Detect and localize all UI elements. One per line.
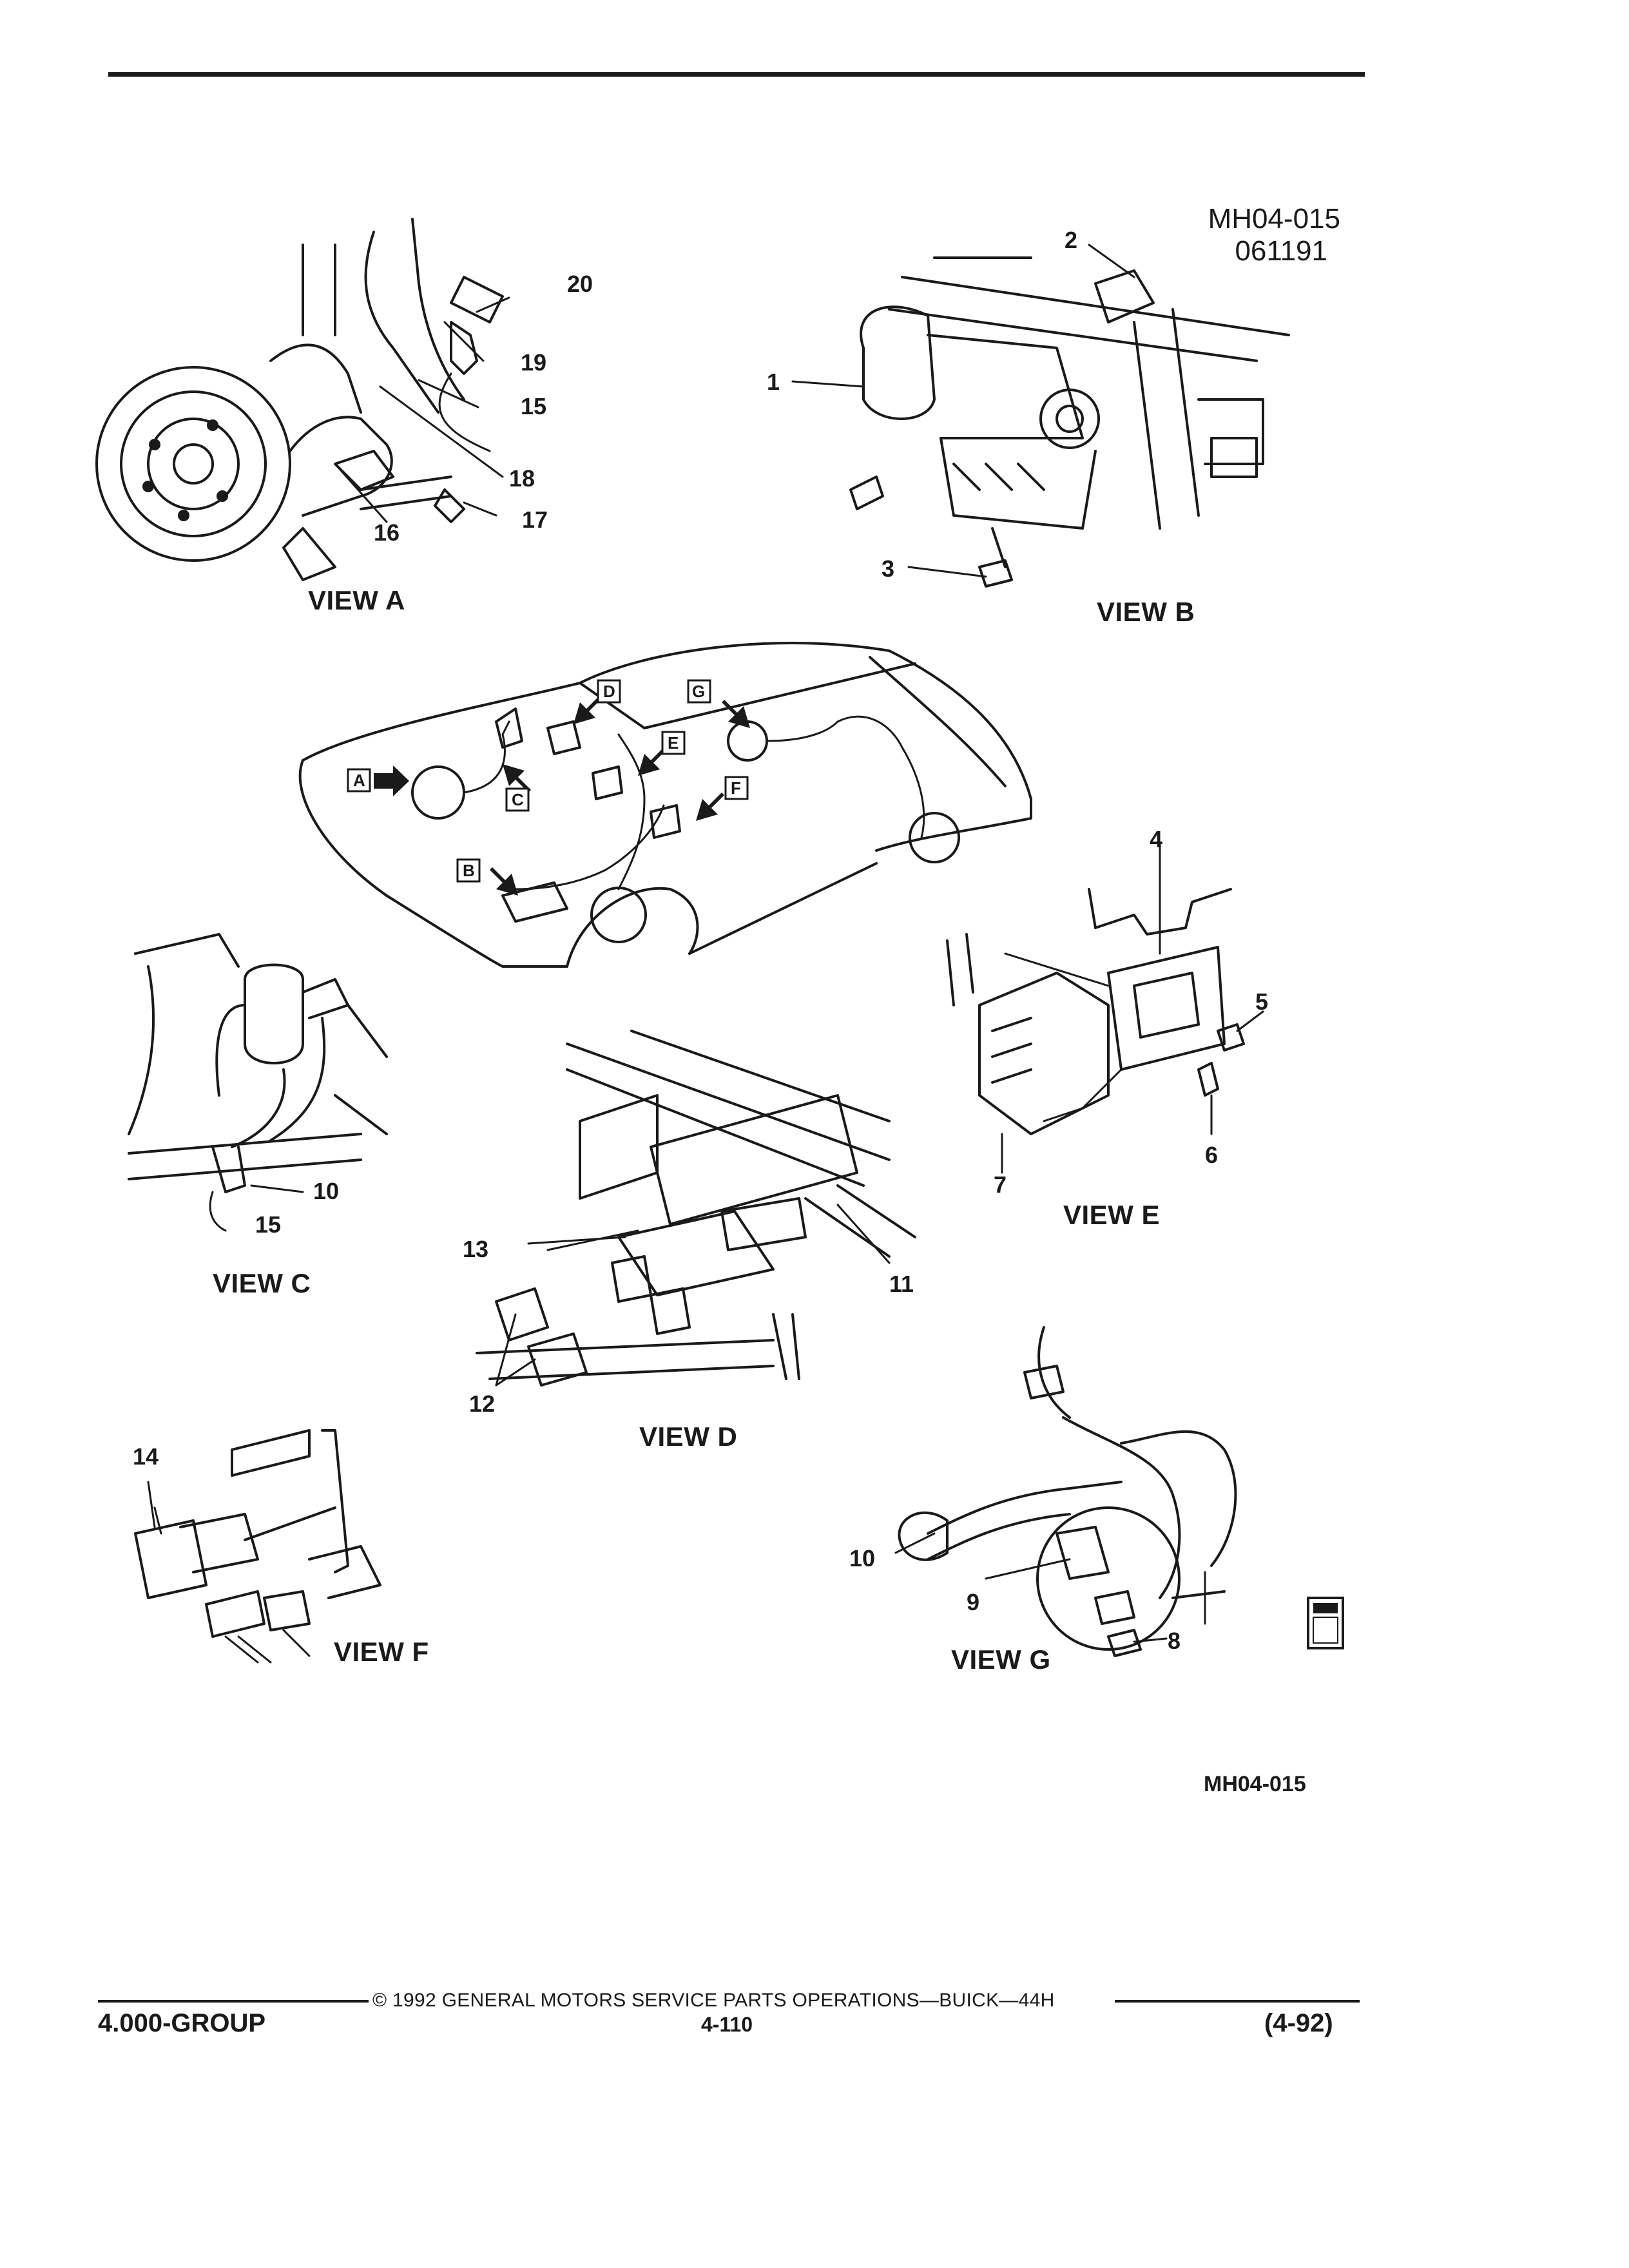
callout-3: 3 [882,555,895,582]
view-e-label: VIEW E [1063,1200,1161,1230]
view-b-modulator-drawing [849,256,1290,588]
callout-leaders [147,244,1264,1643]
callout-20: 20 [567,271,593,297]
callout-10-g: 10 [849,1545,876,1571]
header-code: MH04-015 [1208,203,1340,235]
vehicle-overview-drawing [298,642,1032,968]
view-c-label: VIEW C [213,1268,311,1298]
view-b-label: VIEW B [1097,597,1195,627]
callout-19: 19 [521,349,547,376]
footer-page-number: 4-110 [701,2013,753,2036]
arrow-label-c: C [512,790,524,809]
arrow-label-f: F [731,778,741,798]
view-c-drawing [128,933,388,1232]
callout-1: 1 [767,369,780,395]
arrow-label-d: D [603,682,615,701]
callout-8: 8 [1168,1628,1181,1654]
footer-group: 4.000-GROUP [98,2009,266,2037]
footer-copyright: © 1992 GENERAL MOTORS SERVICE PARTS OPER… [372,1990,1055,2011]
header-date-code: 061191 [1235,235,1327,267]
arrow-label-b: B [463,861,475,880]
callout-7: 7 [994,1171,1007,1198]
view-g-label: VIEW G [951,1644,1051,1675]
footer-date: (4-92) [1264,2009,1333,2037]
view-a-label: VIEW A [308,585,405,615]
view-f-drawing [134,1429,381,1664]
footer-rule-left [98,2000,369,2003]
callout-6: 6 [1205,1142,1219,1168]
callout-9: 9 [967,1589,980,1615]
footer-rule-right [1115,2000,1360,2003]
callout-5: 5 [1255,988,1269,1015]
callout-10-c: 10 [313,1178,340,1204]
callout-13: 13 [463,1236,489,1262]
arrow-label-a: A [353,771,365,790]
callout-11: 11 [889,1271,914,1297]
callout-14: 14 [133,1443,159,1470]
callout-16: 16 [374,519,400,546]
callout-15-a: 15 [521,393,547,419]
view-e-drawing [946,888,1245,1135]
figure-code: MH04-015 [1204,1772,1306,1796]
arrow-label-e: E [668,733,679,753]
view-d-label: VIEW D [639,1421,738,1452]
callout-18: 18 [509,465,535,492]
view-d-drawing [476,1030,916,1387]
callout-2: 2 [1065,227,1078,253]
view-g-drawing [898,1326,1237,1657]
view-f-label: VIEW F [334,1637,429,1667]
callout-15-c: 15 [255,1211,282,1238]
view-a-wheel-drawing [95,218,504,581]
gm-spo-logo [1307,1597,1344,1649]
top-rule [108,72,1365,77]
callout-12: 12 [469,1390,496,1417]
callout-17: 17 [522,506,548,533]
callout-4: 4 [1150,826,1163,852]
arrow-label-g: G [692,682,706,701]
